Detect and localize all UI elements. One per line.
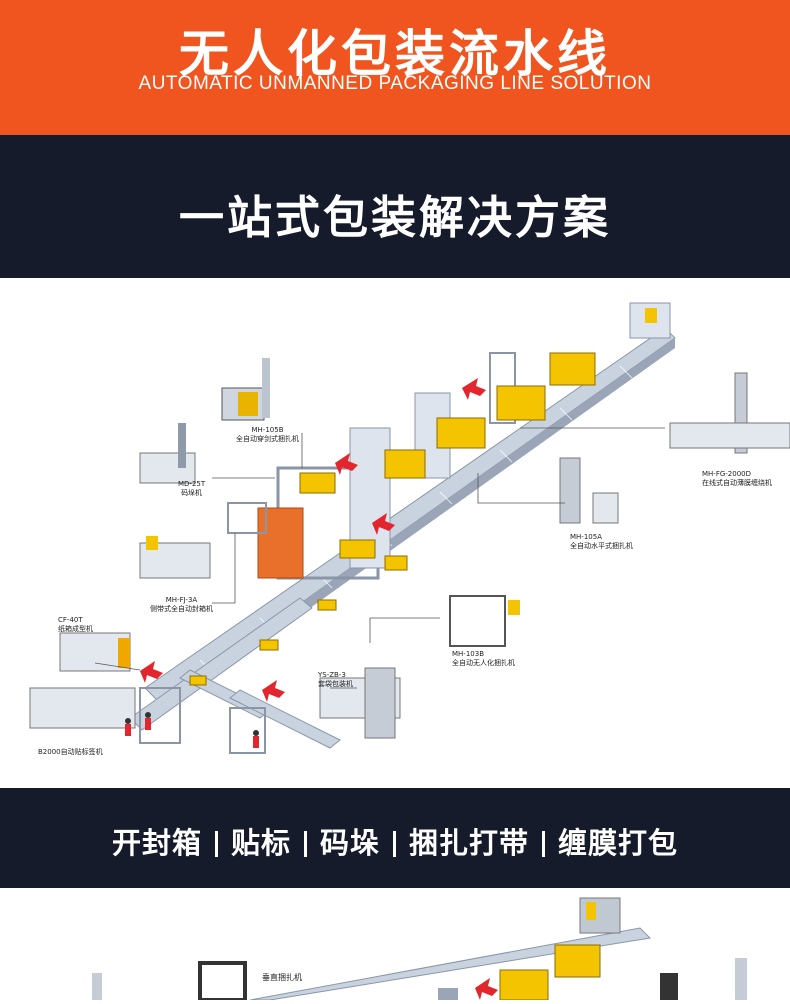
section-title: 一站式包装解决方案 [178, 191, 611, 244]
hero-banner: 无人化包装流水线 AUTOMATIC UNMANNED PACKAGING LI… [0, 0, 790, 135]
label-model: MD-25T [178, 480, 206, 488]
label-model: MH-105B [251, 426, 284, 434]
label-b2000: B2000自动贴标签机 [38, 748, 103, 757]
label-name: 侧带式全自动封箱机 [150, 605, 213, 613]
step-separator [542, 831, 546, 857]
step-labeling: 贴标 [230, 826, 291, 860]
preview-label: 垂直捆扎机 [262, 973, 302, 982]
step-separator [393, 831, 396, 857]
label-model: CF-40T [58, 616, 83, 624]
step-wrapping: 缠膜打包 [558, 826, 679, 860]
label-model: MH-FG-2000D [702, 470, 752, 478]
label-name: 纸箱成型机 [58, 625, 93, 633]
process-steps-band: 开封箱贴标码垛捆扎打带缠膜打包 [0, 788, 790, 888]
hero-subtitle: AUTOMATIC UNMANNED PACKAGING LINE SOLUTI… [138, 73, 652, 94]
label-model: MH-103B [452, 650, 484, 658]
next-illustration-preview: 垂直捆扎机 [0, 888, 790, 1002]
label-model: MH-105A [570, 533, 602, 541]
leader-lines [94, 427, 665, 689]
lower-conveyors [129, 597, 341, 754]
label-name: 码垛机 [181, 489, 203, 497]
label-model: B2000自动贴标签机 [38, 748, 103, 756]
step-separator [214, 831, 218, 857]
label-name: 在线式自动薄膜缠绕机 [702, 479, 772, 487]
section-title-band: 一站式包装解决方案 [0, 135, 790, 278]
workers [125, 712, 259, 748]
packaging-line-illustration [29, 302, 790, 754]
process-steps: 开封箱贴标码垛捆扎打带缠膜打包 [0, 820, 790, 862]
flow-arrows [140, 378, 486, 702]
step-unbox: 开封箱 [111, 826, 202, 860]
label-name: 全自动穿剑式捆扎机 [236, 435, 299, 443]
step-separator [303, 831, 307, 857]
label-model: MH-FJ-3A [165, 596, 198, 604]
step-palletizing: 码垛 [319, 826, 380, 860]
label-name: 全自动水平式捆扎机 [570, 542, 633, 550]
box-stacks [189, 352, 596, 686]
preview-illustration [92, 897, 747, 1002]
label-name: 全自动无人化捆扎机 [452, 659, 515, 667]
label-model: YS-ZB-3 [318, 671, 346, 679]
label-name: 套袋包装机 [318, 680, 353, 688]
step-strapping: 捆扎打带 [409, 826, 530, 860]
peripheral-machines [29, 302, 790, 739]
hero-title: 无人化包装流水线 [179, 25, 611, 83]
